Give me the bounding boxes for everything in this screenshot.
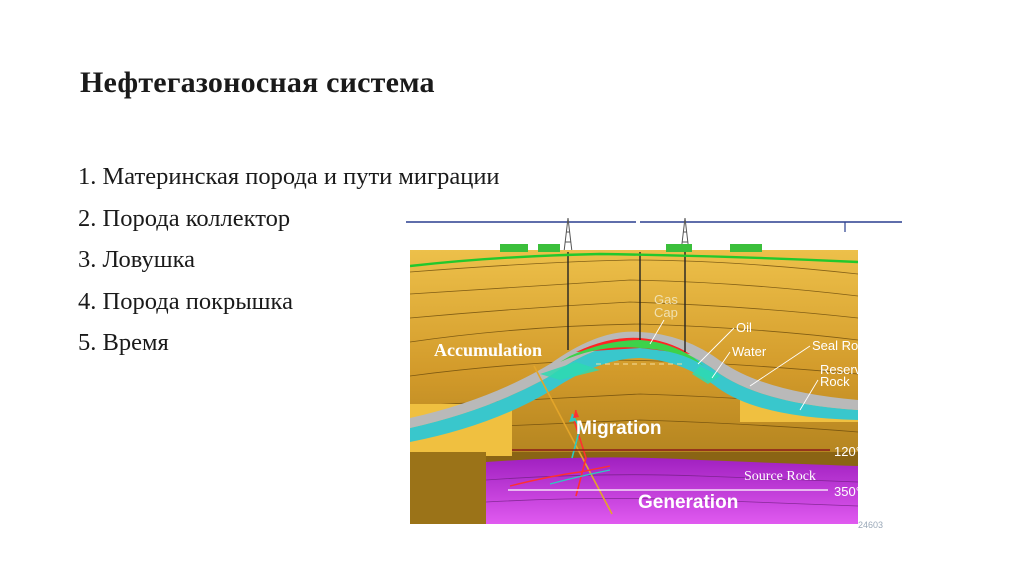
leader-lines bbox=[649, 319, 819, 411]
fault-line bbox=[533, 365, 613, 515]
accumulation-label: Accumulation bbox=[434, 340, 542, 360]
source-rock-layer bbox=[486, 457, 858, 524]
water-zone bbox=[540, 362, 720, 384]
water-label: Water bbox=[732, 344, 767, 359]
list-item: 1. Материнская порода и пути миграции bbox=[78, 163, 500, 190]
migration-path bbox=[509, 465, 611, 487]
migration-arrow-icon bbox=[573, 410, 579, 418]
list-item: 3. Ловушка bbox=[78, 246, 196, 273]
item-list: 1. Материнская порода и пути миграции 2.… bbox=[78, 156, 500, 364]
migration-path bbox=[549, 469, 611, 485]
slide-title: Нефтегазоносная система bbox=[80, 66, 435, 99]
rock-label: Rock bbox=[820, 374, 850, 389]
vegetation-patch bbox=[538, 244, 560, 252]
ground-surface bbox=[410, 252, 858, 268]
vegetation-patch bbox=[730, 244, 762, 252]
gas-label: Gas bbox=[654, 292, 678, 307]
derrick-icon bbox=[680, 217, 690, 253]
temp-120-label: 120° F bbox=[834, 444, 873, 459]
migration-path bbox=[571, 413, 581, 459]
seal-rock-label: Seal Rock bbox=[812, 338, 872, 353]
reservoir-label: Reservoir bbox=[820, 362, 876, 377]
source-rock-label: Source Rock bbox=[744, 469, 816, 484]
oil-label: Oil bbox=[736, 320, 752, 335]
migration-label: Migration bbox=[576, 418, 662, 439]
list-item: 2. Порода коллектор bbox=[78, 204, 291, 232]
temp-350-label: 350° F bbox=[834, 484, 873, 499]
vegetation-patch bbox=[666, 244, 692, 252]
cap-label: Cap bbox=[654, 305, 678, 320]
generation-label: Generation bbox=[638, 492, 738, 513]
petroleum-system-diagram: Accumulation Migration Generation Gas Ca… bbox=[406, 217, 902, 530]
list-item: 5. Время bbox=[78, 329, 169, 356]
oil-accumulation bbox=[560, 340, 704, 366]
migration-arrow-icon bbox=[569, 414, 575, 422]
derrick-icon bbox=[563, 217, 573, 253]
list-item: 4. Порода покрышка bbox=[78, 287, 293, 315]
figure-id-label: 24603 bbox=[858, 520, 883, 530]
vegetation-patch bbox=[500, 244, 528, 252]
fault-block bbox=[410, 452, 486, 524]
